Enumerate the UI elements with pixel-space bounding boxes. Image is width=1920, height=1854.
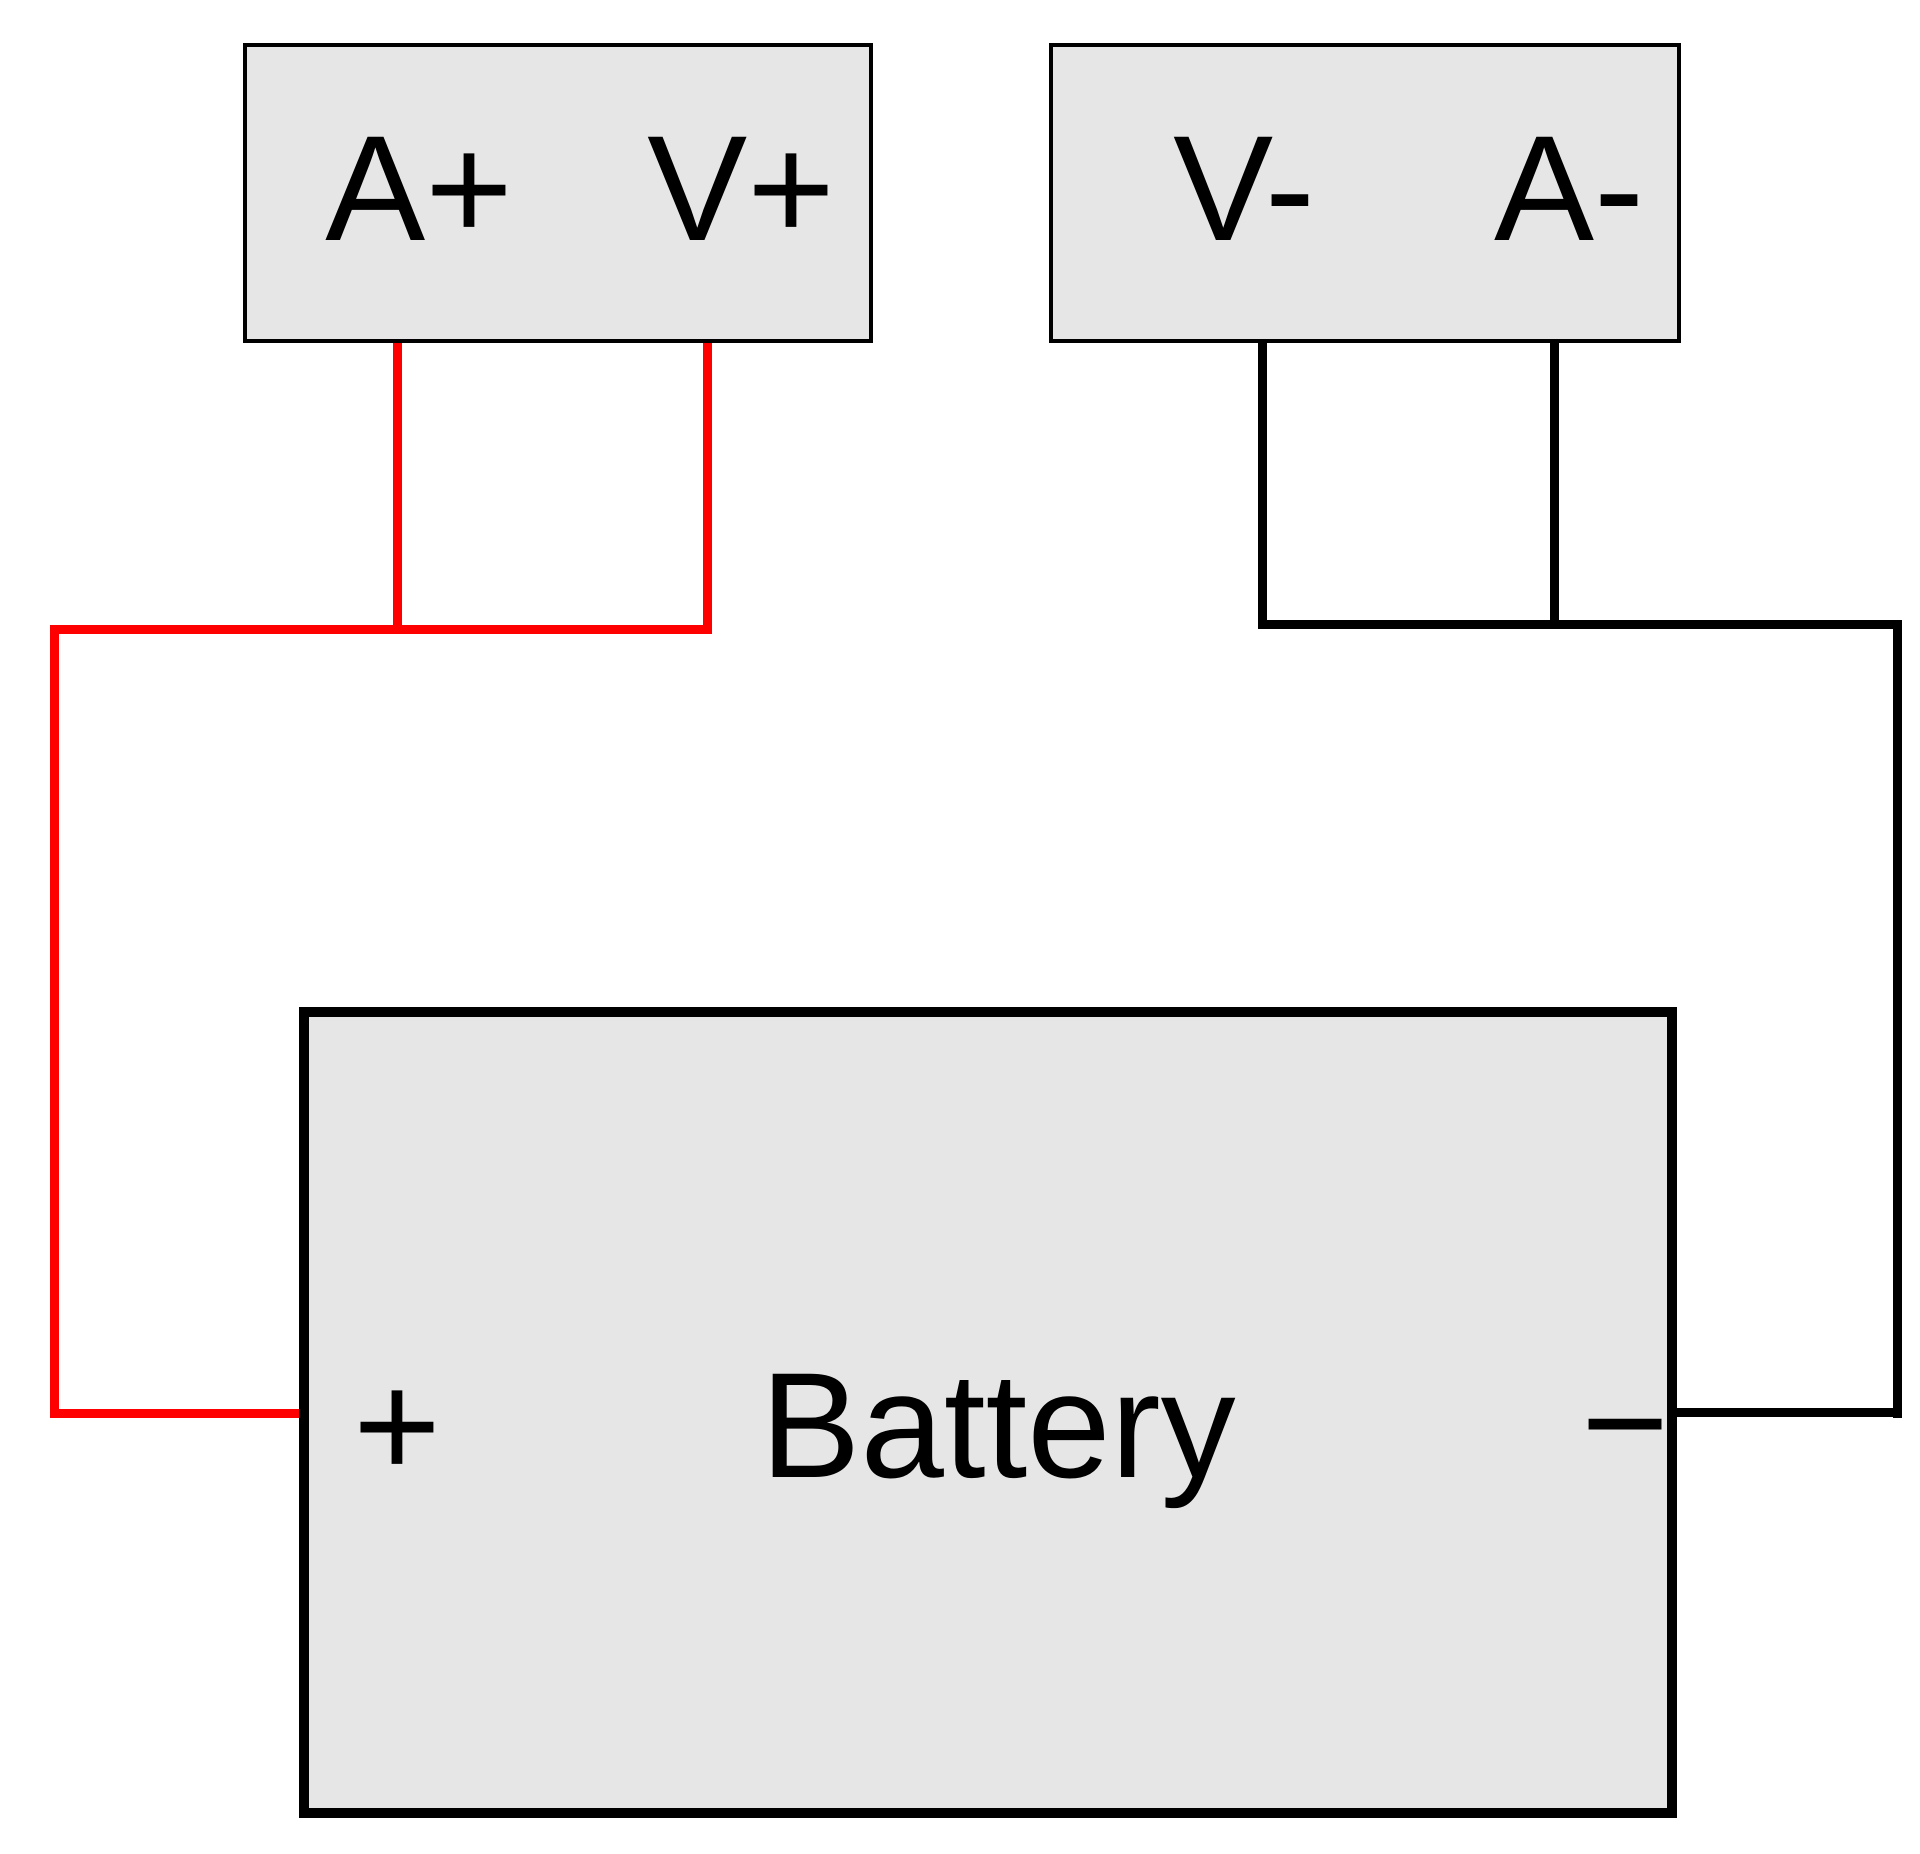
terminal-label-v-plus: V+ [647,104,835,272]
battery-name-label: Battery [760,1341,1236,1509]
wire-red-aplus-drop [393,340,402,634]
terminal-block-positive: A+ V+ [243,43,873,343]
wire-black-aminus-drop [1550,340,1559,629]
wire-red-top-horizontal [50,625,712,634]
terminal-label-v-minus: V- [1173,104,1315,272]
battery-minus-terminal-label: − [1581,1338,1669,1506]
wire-red-battery-plus-connector [50,1409,305,1418]
wire-red-vplus-drop [703,340,712,634]
wire-black-top-horizontal [1258,620,1902,629]
terminal-label-a-minus: A- [1494,104,1644,272]
wire-black-vminus-drop [1258,340,1267,629]
terminal-block-negative: V- A- [1049,43,1681,343]
wire-black-battery-minus-connector [1672,1408,1902,1417]
terminal-label-a-plus: A+ [325,104,513,272]
wire-black-right-vertical [1893,620,1902,1418]
battery-plus-terminal-label: + [353,1341,441,1509]
battery-block: + Battery − [299,1007,1677,1818]
wire-red-left-vertical [50,625,59,1418]
